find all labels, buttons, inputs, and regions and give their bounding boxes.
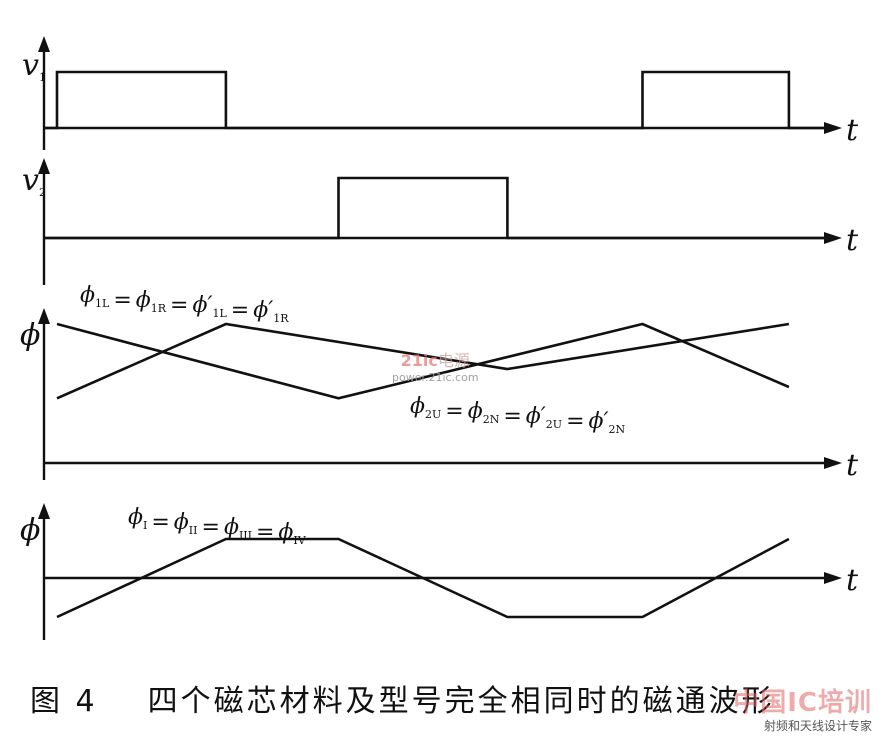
- equals-sign: =: [256, 520, 274, 545]
- panel-v2-t-label: t: [846, 223, 859, 258]
- flux-symbol-1: ϕ: [174, 510, 189, 535]
- panel-phi-total-t-axis-arrow: [824, 572, 842, 584]
- watermark-21ic: 21ic电源 power.21ic.com: [392, 347, 479, 384]
- flux-symbol-0: ϕ: [80, 283, 95, 308]
- flux-subscript-1: II: [189, 524, 198, 537]
- panel-phi-1-flux-trace-0: [56, 322, 790, 400]
- panel-v1-y-axis-arrow: [38, 36, 50, 52]
- watermark-brand: 21ic电源: [392, 347, 479, 371]
- equals-sign: =: [151, 510, 169, 535]
- flux-symbol-2: ϕ′: [192, 293, 212, 318]
- panel-phi-1-y-axis-arrow: [38, 308, 50, 324]
- flux-subscript-0: 2U: [425, 408, 441, 421]
- watermark-corner-tagline: 射频和天线设计专家: [763, 719, 872, 733]
- flux-symbol-0: ϕ: [128, 505, 143, 530]
- flux-subscript-3: 2N: [609, 423, 626, 436]
- caption-number: 图 4: [30, 684, 98, 719]
- flux-subscript-3: 1R: [273, 312, 289, 325]
- panel-v1-pulse-trace: [44, 70, 826, 130]
- panel-phi-total-flux-trace-0: [56, 537, 790, 619]
- watermark-brand-text: 电源: [437, 351, 470, 370]
- flux-symbol-2: ϕ′: [526, 404, 546, 429]
- equals-sign: =: [445, 399, 463, 424]
- panel-phi-1-flux-trace-1: [56, 322, 790, 400]
- equals-sign: =: [566, 409, 584, 434]
- flux-symbol-0: ϕ: [410, 394, 425, 419]
- flux-symbol-3: ϕ′: [589, 409, 609, 434]
- panel-phi-total-y-label: ϕ: [20, 513, 40, 548]
- panel-v1-t-axis-arrow: [824, 122, 842, 134]
- flux-subscript-1: 2N: [483, 413, 500, 426]
- flux-subscript-1: 1R: [151, 302, 167, 315]
- flux-subscript-0: 1L: [95, 297, 110, 310]
- watermark-url: power.21ic.com: [392, 371, 479, 384]
- panel-v1-y-label-sub: 1: [39, 71, 46, 84]
- flux-symbol-1: ϕ: [136, 288, 151, 313]
- panel-phi-total-equation-top: ϕI=ϕII=ϕIII=ϕIV: [128, 505, 307, 547]
- flux-subscript-2: III: [239, 529, 252, 542]
- panel-v2-y-label-sub: 2: [39, 186, 46, 199]
- equals-sign: =: [170, 293, 188, 318]
- panel-phi-1-equation-top: ϕ1L=ϕ1R=ϕ′1L=ϕ′1R: [80, 283, 289, 325]
- panel-phi-1-t-label: t: [846, 448, 859, 483]
- panel-v2-t-axis-arrow: [824, 232, 842, 244]
- flux-subscript-2: 1L: [212, 307, 227, 320]
- flux-symbol-2: ϕ: [224, 515, 239, 540]
- equals-sign: =: [113, 288, 131, 313]
- panel-v1-t-label: t: [846, 113, 859, 148]
- panel-phi-1-y-label: ϕ: [20, 318, 40, 353]
- flux-symbol-1: ϕ: [468, 399, 483, 424]
- panel-v2-pulse-trace: [44, 176, 826, 240]
- panel-phi-total-t-label: t: [846, 563, 859, 598]
- panel-phi-1-t-axis-arrow: [824, 457, 842, 469]
- watermark-corner: 中国IC培训 射频和天线设计专家: [733, 682, 872, 734]
- caption-text: 四个磁芯材料及型号完全相同时的磁通波形: [147, 684, 775, 719]
- flux-symbol-3: ϕ′: [253, 298, 273, 323]
- flux-subscript-3: IV: [293, 534, 306, 547]
- figure-caption: 图 4 四个磁芯材料及型号完全相同时的磁通波形: [30, 676, 775, 720]
- flux-subscript-2: 2U: [546, 418, 562, 431]
- flux-symbol-3: ϕ: [278, 520, 293, 545]
- equals-sign: =: [231, 298, 249, 323]
- flux-subscript-0: I: [143, 519, 147, 532]
- equals-sign: =: [503, 404, 521, 429]
- panel-phi-1-equation-bottom: ϕ2U=ϕ2N=ϕ′2U=ϕ′2N: [410, 394, 625, 436]
- panel-v1-y-label: v1: [22, 48, 46, 84]
- watermark-corner-logo: 中国IC培训: [733, 688, 872, 718]
- panel-v2-y-axis-arrow: [38, 158, 50, 174]
- equals-sign: =: [202, 515, 220, 540]
- panel-phi-total-y-axis-arrow: [38, 503, 50, 519]
- watermark-brand-num: 21ic: [400, 351, 438, 370]
